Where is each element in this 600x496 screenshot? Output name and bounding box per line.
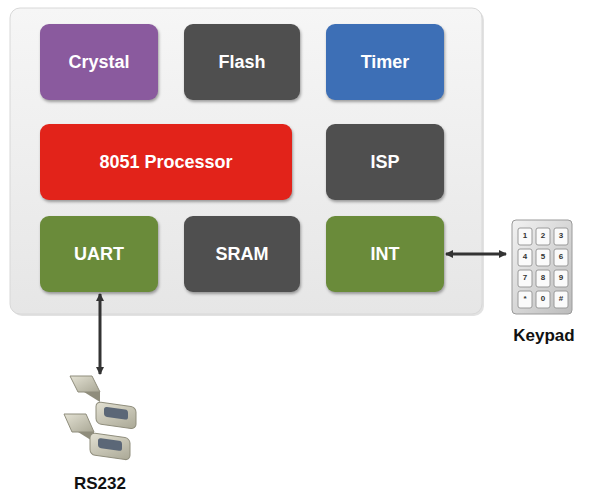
block-label: SRAM bbox=[210, 244, 275, 265]
key-label: 4 bbox=[519, 252, 531, 262]
key-label: 3 bbox=[555, 231, 567, 241]
block-label: RS232 bbox=[52, 474, 148, 494]
bidirectional-arrow bbox=[99, 294, 102, 374]
memory-block: Flash bbox=[184, 24, 300, 100]
key-label: 7 bbox=[519, 273, 531, 283]
block-label: Flash bbox=[212, 52, 271, 73]
panel-shadow bbox=[12, 10, 484, 316]
block-label: UART bbox=[68, 244, 130, 265]
key-label: 6 bbox=[555, 252, 567, 262]
keypad-illustration bbox=[512, 220, 572, 314]
key-label: 0 bbox=[537, 294, 549, 304]
interrupt-block: INT bbox=[326, 216, 444, 292]
block-label: INT bbox=[365, 244, 406, 265]
block-label: 8051 Processor bbox=[93, 152, 238, 173]
key-label: 9 bbox=[555, 273, 567, 283]
oscillator-block: Crystal bbox=[40, 24, 158, 100]
bidirectional-arrow bbox=[446, 253, 506, 256]
key-label: 2 bbox=[537, 231, 549, 241]
block-label: Keypad bbox=[498, 326, 590, 346]
sram-block: SRAM bbox=[184, 216, 300, 292]
serial-port-device: RS232 bbox=[52, 372, 148, 494]
block-label: Crystal bbox=[62, 52, 135, 73]
chip-panel bbox=[10, 8, 482, 314]
timer-block: Timer bbox=[326, 24, 444, 100]
key-label: 1 bbox=[519, 231, 531, 241]
key-label: 5 bbox=[537, 252, 549, 262]
key-label: * bbox=[519, 294, 531, 304]
block-label: Timer bbox=[355, 52, 416, 73]
isp-block: ISP bbox=[326, 124, 444, 200]
rs232-connector bbox=[64, 376, 136, 460]
key-label: 8 bbox=[537, 273, 549, 283]
uart-block: UART bbox=[40, 216, 158, 292]
key-label: # bbox=[555, 294, 567, 304]
block-label: ISP bbox=[364, 152, 405, 173]
processor-block: 8051 Processor bbox=[40, 124, 292, 200]
